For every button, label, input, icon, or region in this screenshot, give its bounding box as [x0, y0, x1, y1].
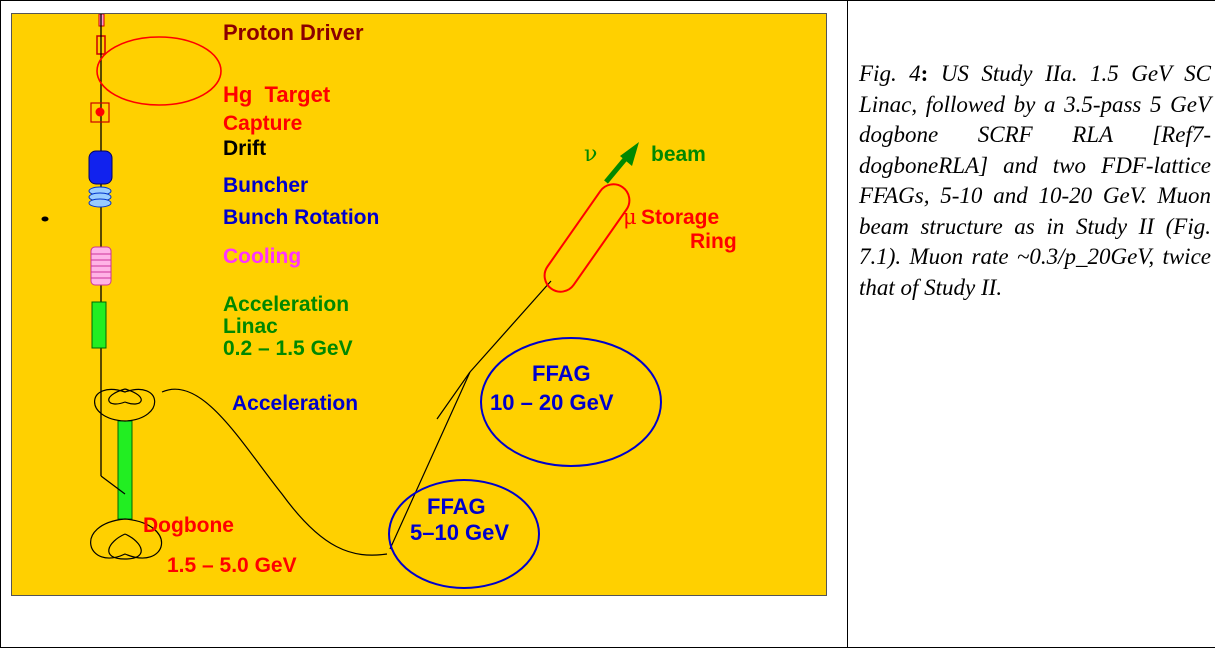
label-nu-symbol: ν	[584, 142, 597, 167]
hg-target-box	[90, 102, 110, 123]
ffag-high-ring	[480, 337, 662, 467]
label-hg-target: Hg Target	[223, 82, 331, 107]
transfer-line	[161, 388, 388, 556]
ffag-transfer-line-2	[469, 280, 552, 373]
label-cooling: Cooling	[223, 245, 301, 268]
neutrino-factory-diagram: Proton Driver Hg Target Capture Drift Bu…	[41, 14, 737, 589]
label-ffag-low-energy: 5–10 GeV	[410, 520, 509, 545]
label-capture: Capture	[223, 112, 302, 135]
linac-section	[91, 301, 107, 349]
cooling-coil-lines	[91, 253, 111, 279]
figure-caption: Fig. 4: US Study IIa. 1.5 GeV SC Linac, …	[859, 59, 1211, 303]
label-beam: beam	[651, 143, 706, 166]
label-acceleration-linac-line3: 0.2 – 1.5 GeV	[223, 337, 353, 360]
label-acceleration-linac-line2: Linac	[223, 315, 278, 338]
label-ffag-high-energy: 10 – 20 GeV	[490, 390, 614, 415]
storage-ring	[543, 183, 631, 293]
caption-text: US Study IIa. 1.5 GeV SC Linac, followed…	[859, 61, 1211, 300]
label-dogbone-energy: 1.5 – 5.0 GeV	[167, 554, 297, 577]
label-bunch-rotation: Bunch Rotation	[223, 206, 379, 229]
label-acceleration-linac-line1: Acceleration	[223, 293, 349, 316]
label-acceleration: Acceleration	[232, 392, 358, 415]
buncher-cavity	[88, 150, 113, 185]
dogbone-top-arcs	[94, 388, 156, 495]
label-dogbone: Dogbone	[143, 514, 234, 537]
label-storage: Storage	[641, 206, 719, 229]
label-ffag-high: FFAG	[532, 361, 591, 386]
label-drift: Drift	[223, 137, 266, 160]
label-mu-symbol: μ	[623, 205, 637, 229]
label-buncher: Buncher	[223, 174, 308, 197]
proton-driver-ring	[96, 36, 222, 106]
bunch-rotation-coil	[88, 186, 112, 208]
marker-dot	[41, 216, 49, 222]
caption-cell: Fig. 4: US Study IIa. 1.5 GeV SC Linac, …	[848, 0, 1215, 648]
figure-cell: Proton Driver Hg Target Capture Drift Bu…	[0, 0, 848, 648]
label-ffag-low: FFAG	[427, 494, 486, 519]
ffag-low-ring	[388, 479, 540, 589]
hg-target-dot	[95, 107, 105, 117]
label-ring: Ring	[690, 230, 737, 253]
label-proton-driver: Proton Driver	[223, 20, 364, 45]
ffag-transfer-line-1	[389, 371, 471, 550]
caption-colon: :	[920, 61, 929, 86]
dogbone-linac	[117, 420, 133, 520]
dogbone-bottom-arcs	[90, 518, 163, 560]
acceleration-line	[436, 371, 471, 420]
caption-fig-label: Fig. 4	[859, 61, 921, 86]
diagram-panel: Proton Driver Hg Target Capture Drift Bu…	[11, 13, 827, 596]
neutrino-beam-arrowhead	[620, 142, 639, 166]
